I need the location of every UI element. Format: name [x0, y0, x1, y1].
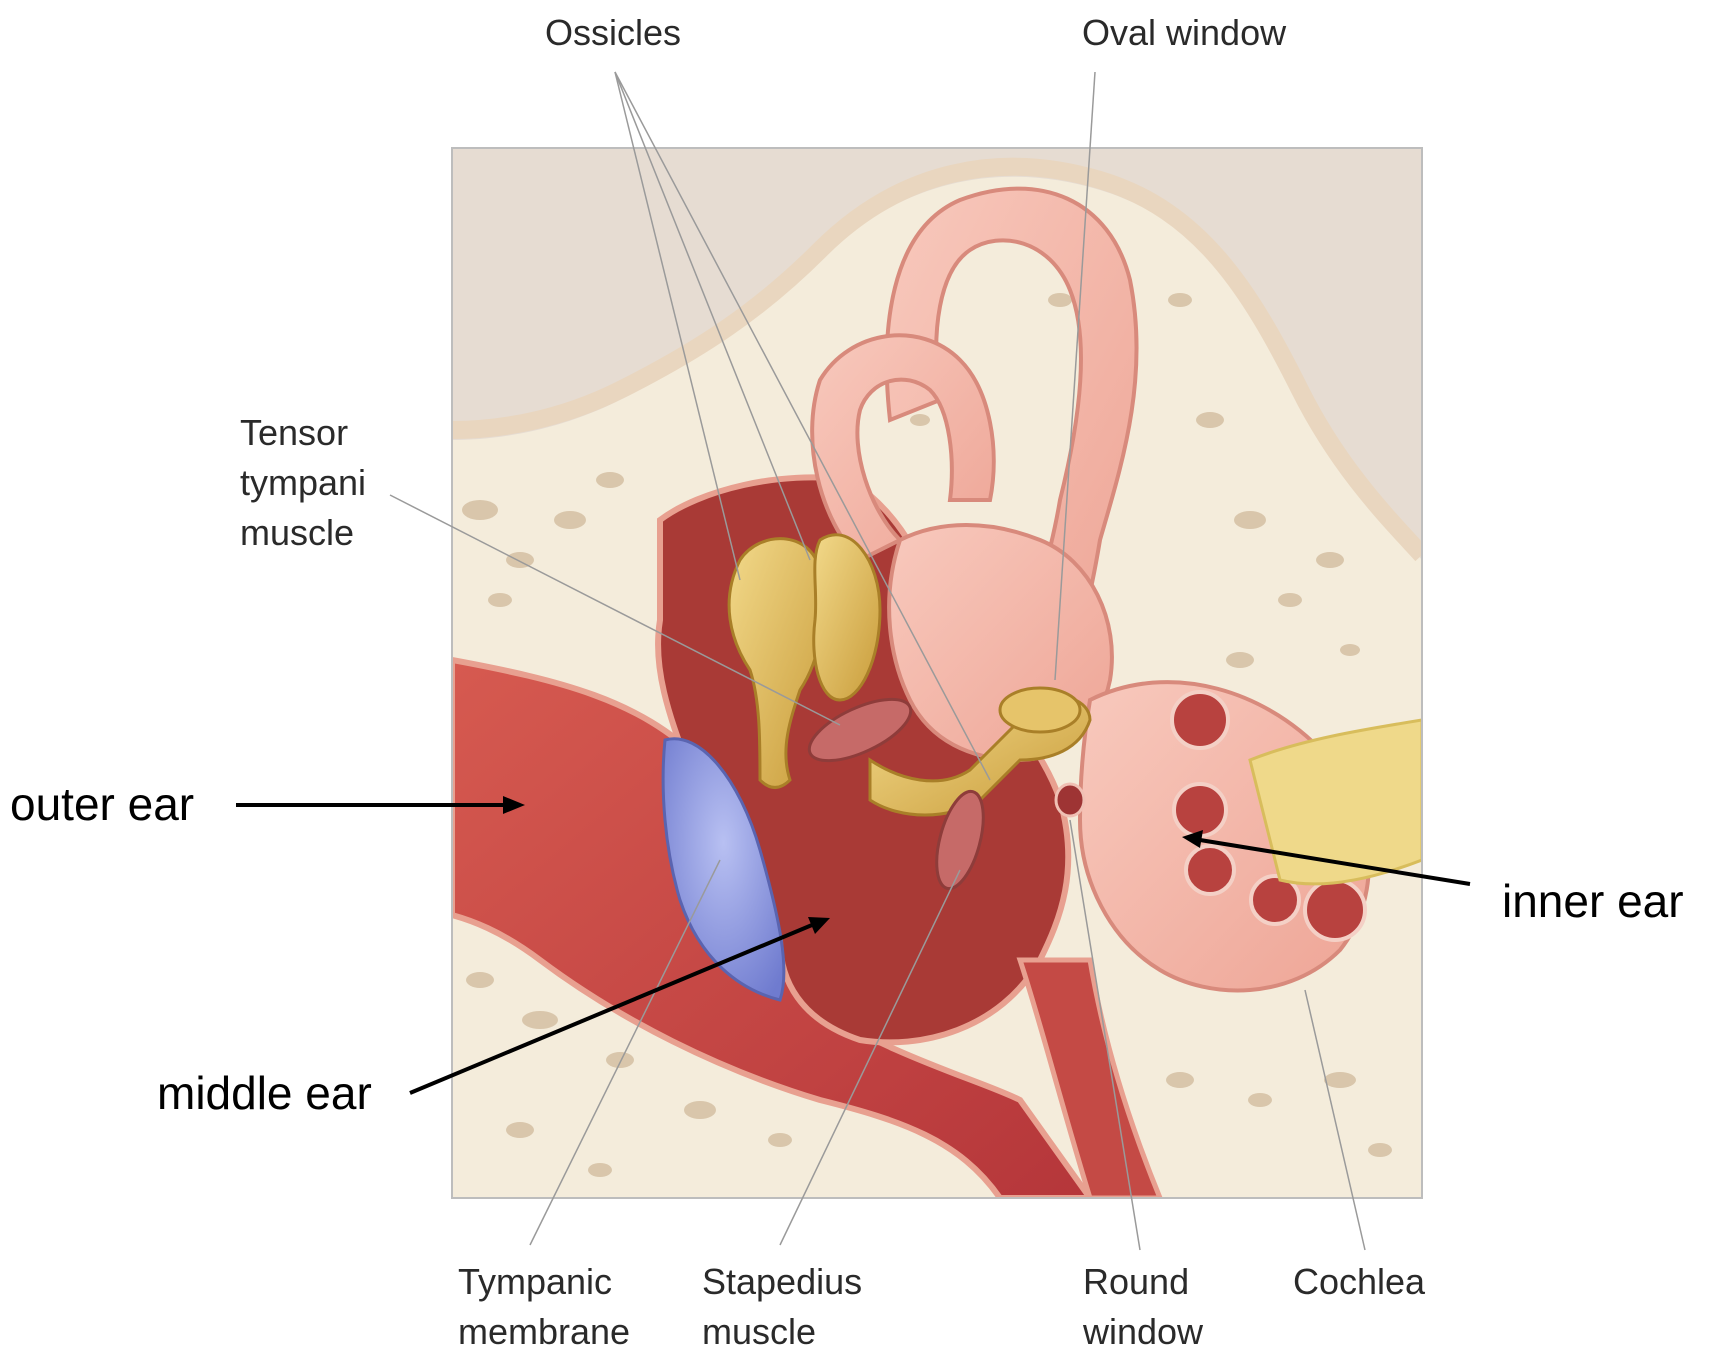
inner-ear-label: inner ear: [1502, 873, 1684, 929]
cochlea-label: Cochlea: [1293, 1257, 1425, 1307]
tensor-tympani-label-line1: Tensor: [240, 408, 348, 458]
ossicles-label: Ossicles: [545, 8, 681, 58]
middle-ear-label: middle ear: [157, 1065, 372, 1121]
round-window-shape: [1056, 784, 1084, 816]
tympanic-membrane-label-line2: membrane: [458, 1307, 630, 1357]
tympanic-membrane-label-line1: Tympanic: [458, 1257, 612, 1307]
tensor-tympani-label-line2: tympani: [240, 458, 366, 508]
stapedius-muscle-label-line1: Stapedius: [702, 1257, 862, 1307]
illustration-panel: [452, 148, 1422, 1198]
oval-window-label: Oval window: [1082, 8, 1286, 58]
stapes-footplate: [1000, 688, 1080, 732]
round-window-label-line1: Round: [1083, 1257, 1189, 1307]
round-window-label-line2: window: [1083, 1307, 1203, 1357]
outer-ear-label: outer ear: [10, 776, 194, 832]
stapedius-muscle-label-line2: muscle: [702, 1307, 816, 1357]
tensor-tympani-label-line3: muscle: [240, 508, 354, 558]
